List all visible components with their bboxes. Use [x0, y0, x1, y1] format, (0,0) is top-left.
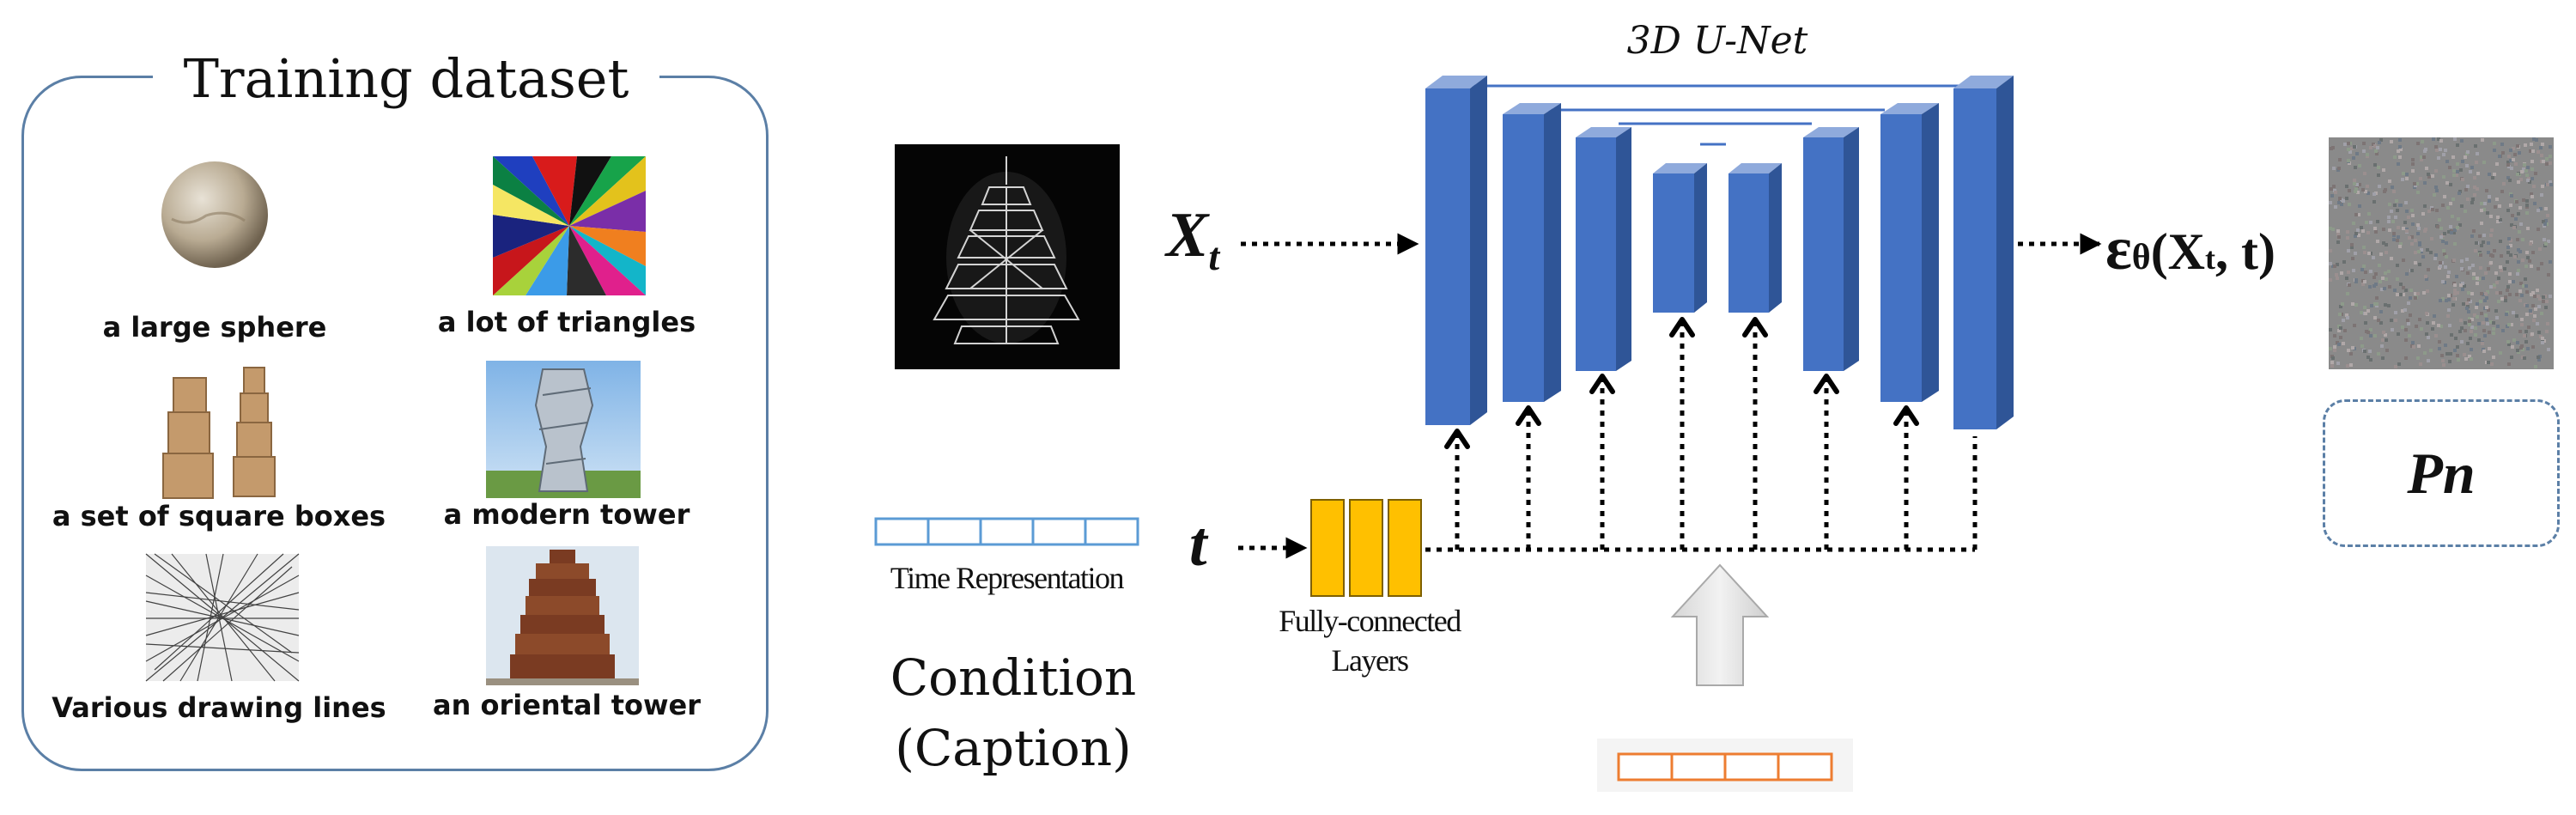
pn-label: Pn [2407, 440, 2476, 506]
noise-output-image [2329, 137, 2554, 369]
pn-box: Pn [2323, 399, 2560, 547]
time-representation-vector [874, 517, 1139, 546]
time-representation-label: Time Representation [890, 561, 1125, 595]
condition-label: Condition (Caption) [867, 642, 1159, 783]
unet-block-bottleneck1 [1653, 163, 1707, 313]
fc-label-line2: Layers [1331, 643, 1409, 678]
oriental-tower-thumbnail [486, 546, 639, 685]
fc-layers-label: Fully-connected Layers [1228, 601, 1511, 680]
unet-block-enc1 [1425, 76, 1487, 425]
sphere-thumbnail [161, 161, 268, 268]
dataset-caption-lines: Various drawing lines [52, 691, 386, 724]
modern-tower-thumbnail [486, 361, 641, 498]
unet-block-dec1 [1803, 127, 1859, 371]
skip-connections [1468, 84, 1962, 146]
training-dataset-title: Training dataset [153, 45, 659, 113]
output-label: εθ(Xt, t) [2105, 214, 2275, 283]
dataset-caption-modern-tower: a modern tower [443, 498, 690, 531]
unet-block-enc3 [1576, 127, 1631, 371]
triangles-thumbnail [493, 156, 646, 295]
drawing-lines-thumbnail [145, 553, 300, 682]
dataset-thumbnails [145, 156, 646, 685]
condition-line1: Condition [890, 648, 1137, 707]
unet-block-dec3 [1953, 76, 2014, 429]
unet-block-enc2 [1503, 103, 1561, 402]
fc-layers [1310, 499, 1422, 597]
fc-label-line1: Fully-connected [1279, 604, 1461, 638]
input-label: Xt [1166, 200, 1220, 278]
unet-block-dec2 [1880, 103, 1939, 402]
unet-block-bottleneck2 [1728, 163, 1782, 313]
unet-title: 3D U-Net [1626, 19, 1808, 63]
dataset-caption-sphere: a large sphere [102, 311, 327, 344]
boxes-thumbnail [162, 367, 276, 499]
embedding-arrowheads [1444, 317, 1919, 449]
dataset-caption-boxes: a set of square boxes [52, 500, 386, 532]
caption-vector [1597, 739, 1853, 792]
input-volume-image [895, 144, 1120, 369]
dataset-caption-oriental-tower: an oriental tower [432, 689, 702, 721]
time-label: t [1189, 509, 1207, 580]
condition-line2: (Caption) [895, 719, 1132, 777]
dataset-caption-triangles: a lot of triangles [437, 306, 696, 338]
unet-blocks [1425, 76, 2014, 429]
condition-arrow [1670, 563, 1770, 686]
embedding-bus [1425, 319, 1978, 552]
